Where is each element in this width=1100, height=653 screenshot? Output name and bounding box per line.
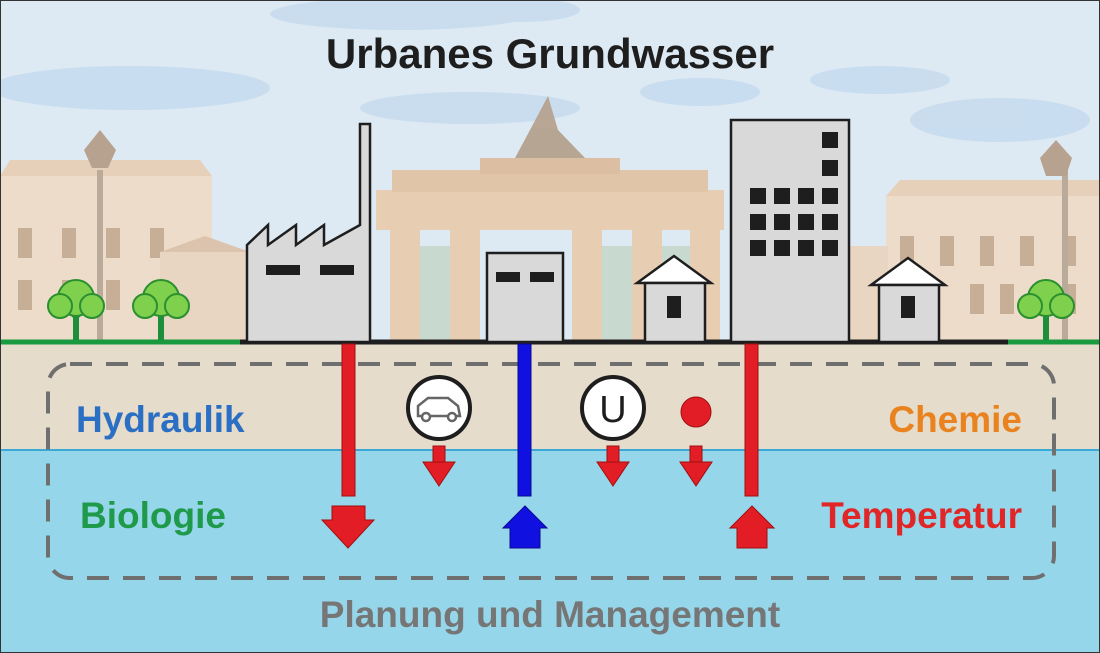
soil-layer [0,342,1100,450]
subway-icon [580,375,646,441]
subway-label: U [599,389,626,431]
tree-icon [47,279,105,340]
car-icon [406,375,472,441]
page-title: Urbanes Grundwasser [325,30,775,77]
label-hydraulik: Hydraulik [76,399,245,440]
label-planung-und-management: Planung und Management [319,594,781,635]
label-temperatur: Temperatur [821,495,1022,536]
label-biologie: Biologie [80,495,226,536]
groundwater-abstraction-arrow [501,343,549,549]
tree-icon [132,279,190,340]
factory-icon [245,122,372,344]
house-icon [867,256,949,344]
tree-icon [1017,279,1075,340]
high-rise-icon [729,118,851,344]
groundwater-layer [0,450,1100,653]
point-source-pollution-arrow [679,445,713,487]
red-dot-icon [680,396,712,428]
dashed-system-boundary [46,362,1056,580]
depot-icon [485,251,565,344]
subway-pollution-arrow [596,445,630,487]
car-pollution-arrow [422,445,456,487]
house-icon [633,254,715,344]
factory-discharge-arrow [320,343,376,549]
clouds [0,0,1090,142]
label-chemie: Chemie [888,399,1022,440]
heat-input-arrow [728,343,776,549]
